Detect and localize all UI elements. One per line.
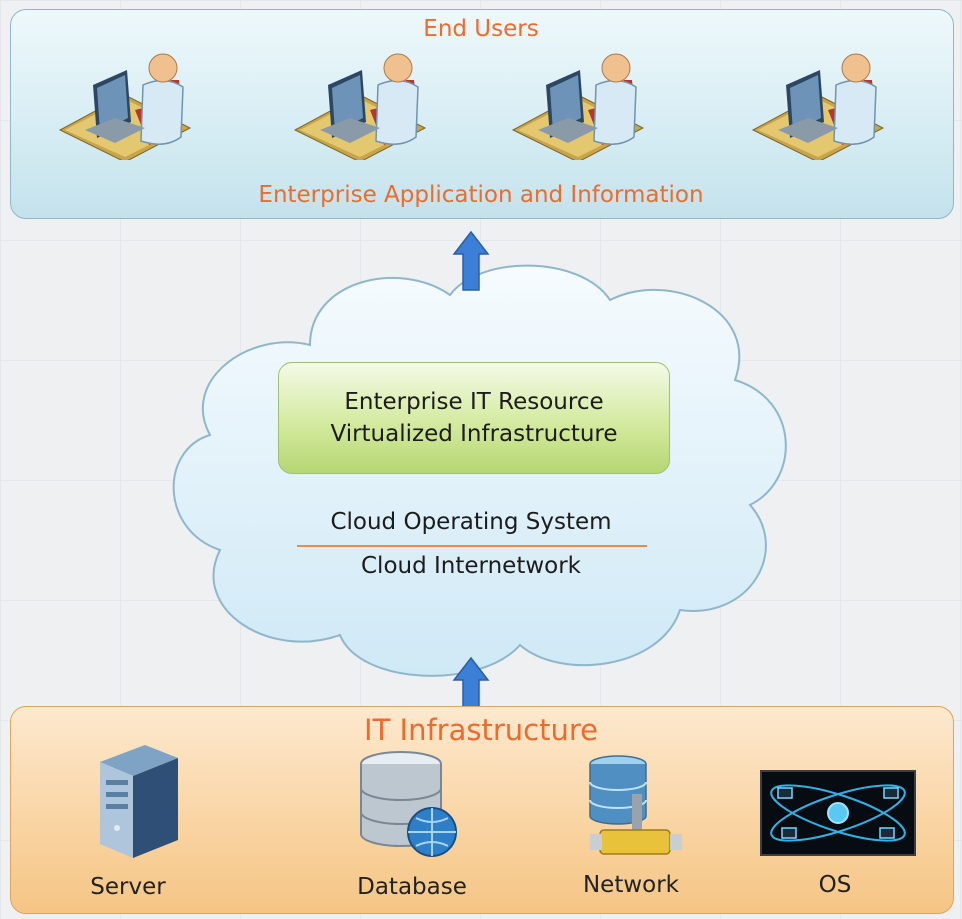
server-label: Server [90, 874, 166, 900]
box-line-1: Enterprise IT Resource [344, 389, 604, 415]
it-infrastructure-title: IT Infrastructure [364, 713, 598, 747]
up-arrow-icon [452, 230, 490, 291]
cloud-divider [297, 545, 647, 547]
database-label: Database [357, 874, 467, 900]
end-users-title: End Users [423, 16, 539, 42]
user-at-computer-icon [511, 53, 645, 160]
enterprise-app-subtitle: Enterprise Application and Information [258, 182, 704, 208]
box-line-2: Virtualized Infrastructure [330, 421, 618, 447]
os-label: OS [818, 872, 852, 898]
cloud-os-label: Cloud Operating System [330, 509, 612, 535]
virtualized-infrastructure-box: Enterprise IT Resource Virtualized Infra… [278, 362, 670, 474]
os-icon [760, 770, 916, 856]
user-at-computer-icon [58, 53, 192, 160]
database-icon [360, 751, 457, 857]
network-label: Network [582, 872, 680, 898]
cloud-internetwork-label: Cloud Internetwork [361, 553, 581, 579]
user-at-computer-icon [293, 53, 427, 160]
network-icon [589, 755, 682, 855]
server-icon [100, 745, 178, 858]
user-at-computer-icon [751, 53, 885, 160]
